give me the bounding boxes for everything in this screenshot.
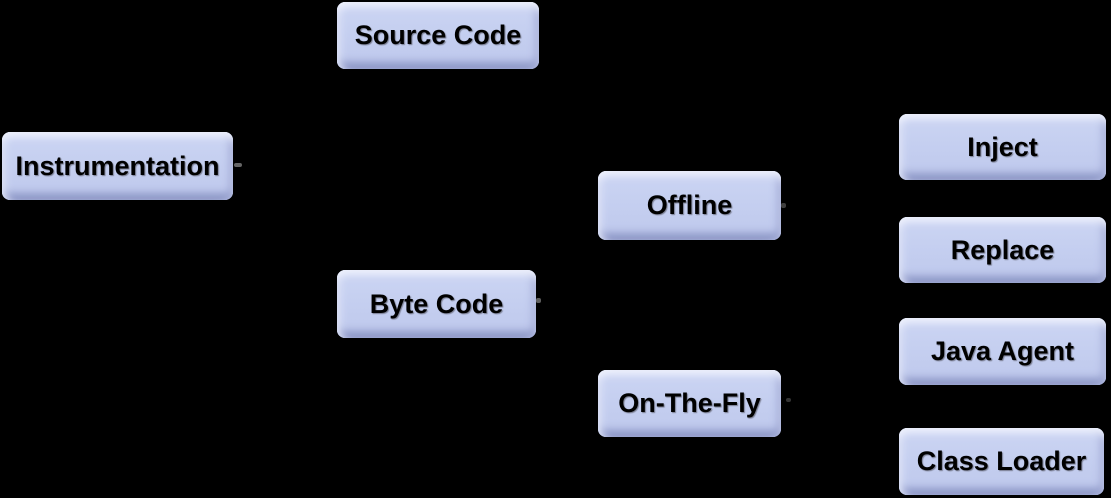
node-inject: Inject [899, 114, 1106, 180]
node-label: Replace [950, 234, 1055, 265]
node-offline: Offline [598, 171, 781, 240]
connector-stub-on-the-fly [786, 398, 791, 402]
node-label: Instrumentation [15, 150, 220, 181]
node-instrumentation: Instrumentation [2, 132, 233, 200]
connector-stub-instrumentation [234, 163, 242, 167]
node-on-the-fly: On-The-Fly [598, 370, 781, 437]
connector-stub-byte-code [536, 298, 541, 303]
node-label: Inject [967, 131, 1038, 162]
node-java-agent: Java Agent [899, 318, 1106, 385]
node-class-loader: Class Loader [899, 428, 1104, 495]
connector-stub-offline [781, 203, 786, 208]
node-label: On-The-Fly [618, 388, 761, 418]
node-label: Java Agent [930, 336, 1075, 366]
node-label: Class Loader [916, 446, 1087, 476]
node-label: Source Code [354, 20, 522, 50]
node-replace: Replace [899, 217, 1106, 283]
node-label: Offline [646, 190, 733, 220]
node-source-code: Source Code [337, 2, 539, 69]
node-label: Byte Code [369, 288, 504, 319]
node-byte-code: Byte Code [337, 270, 536, 338]
